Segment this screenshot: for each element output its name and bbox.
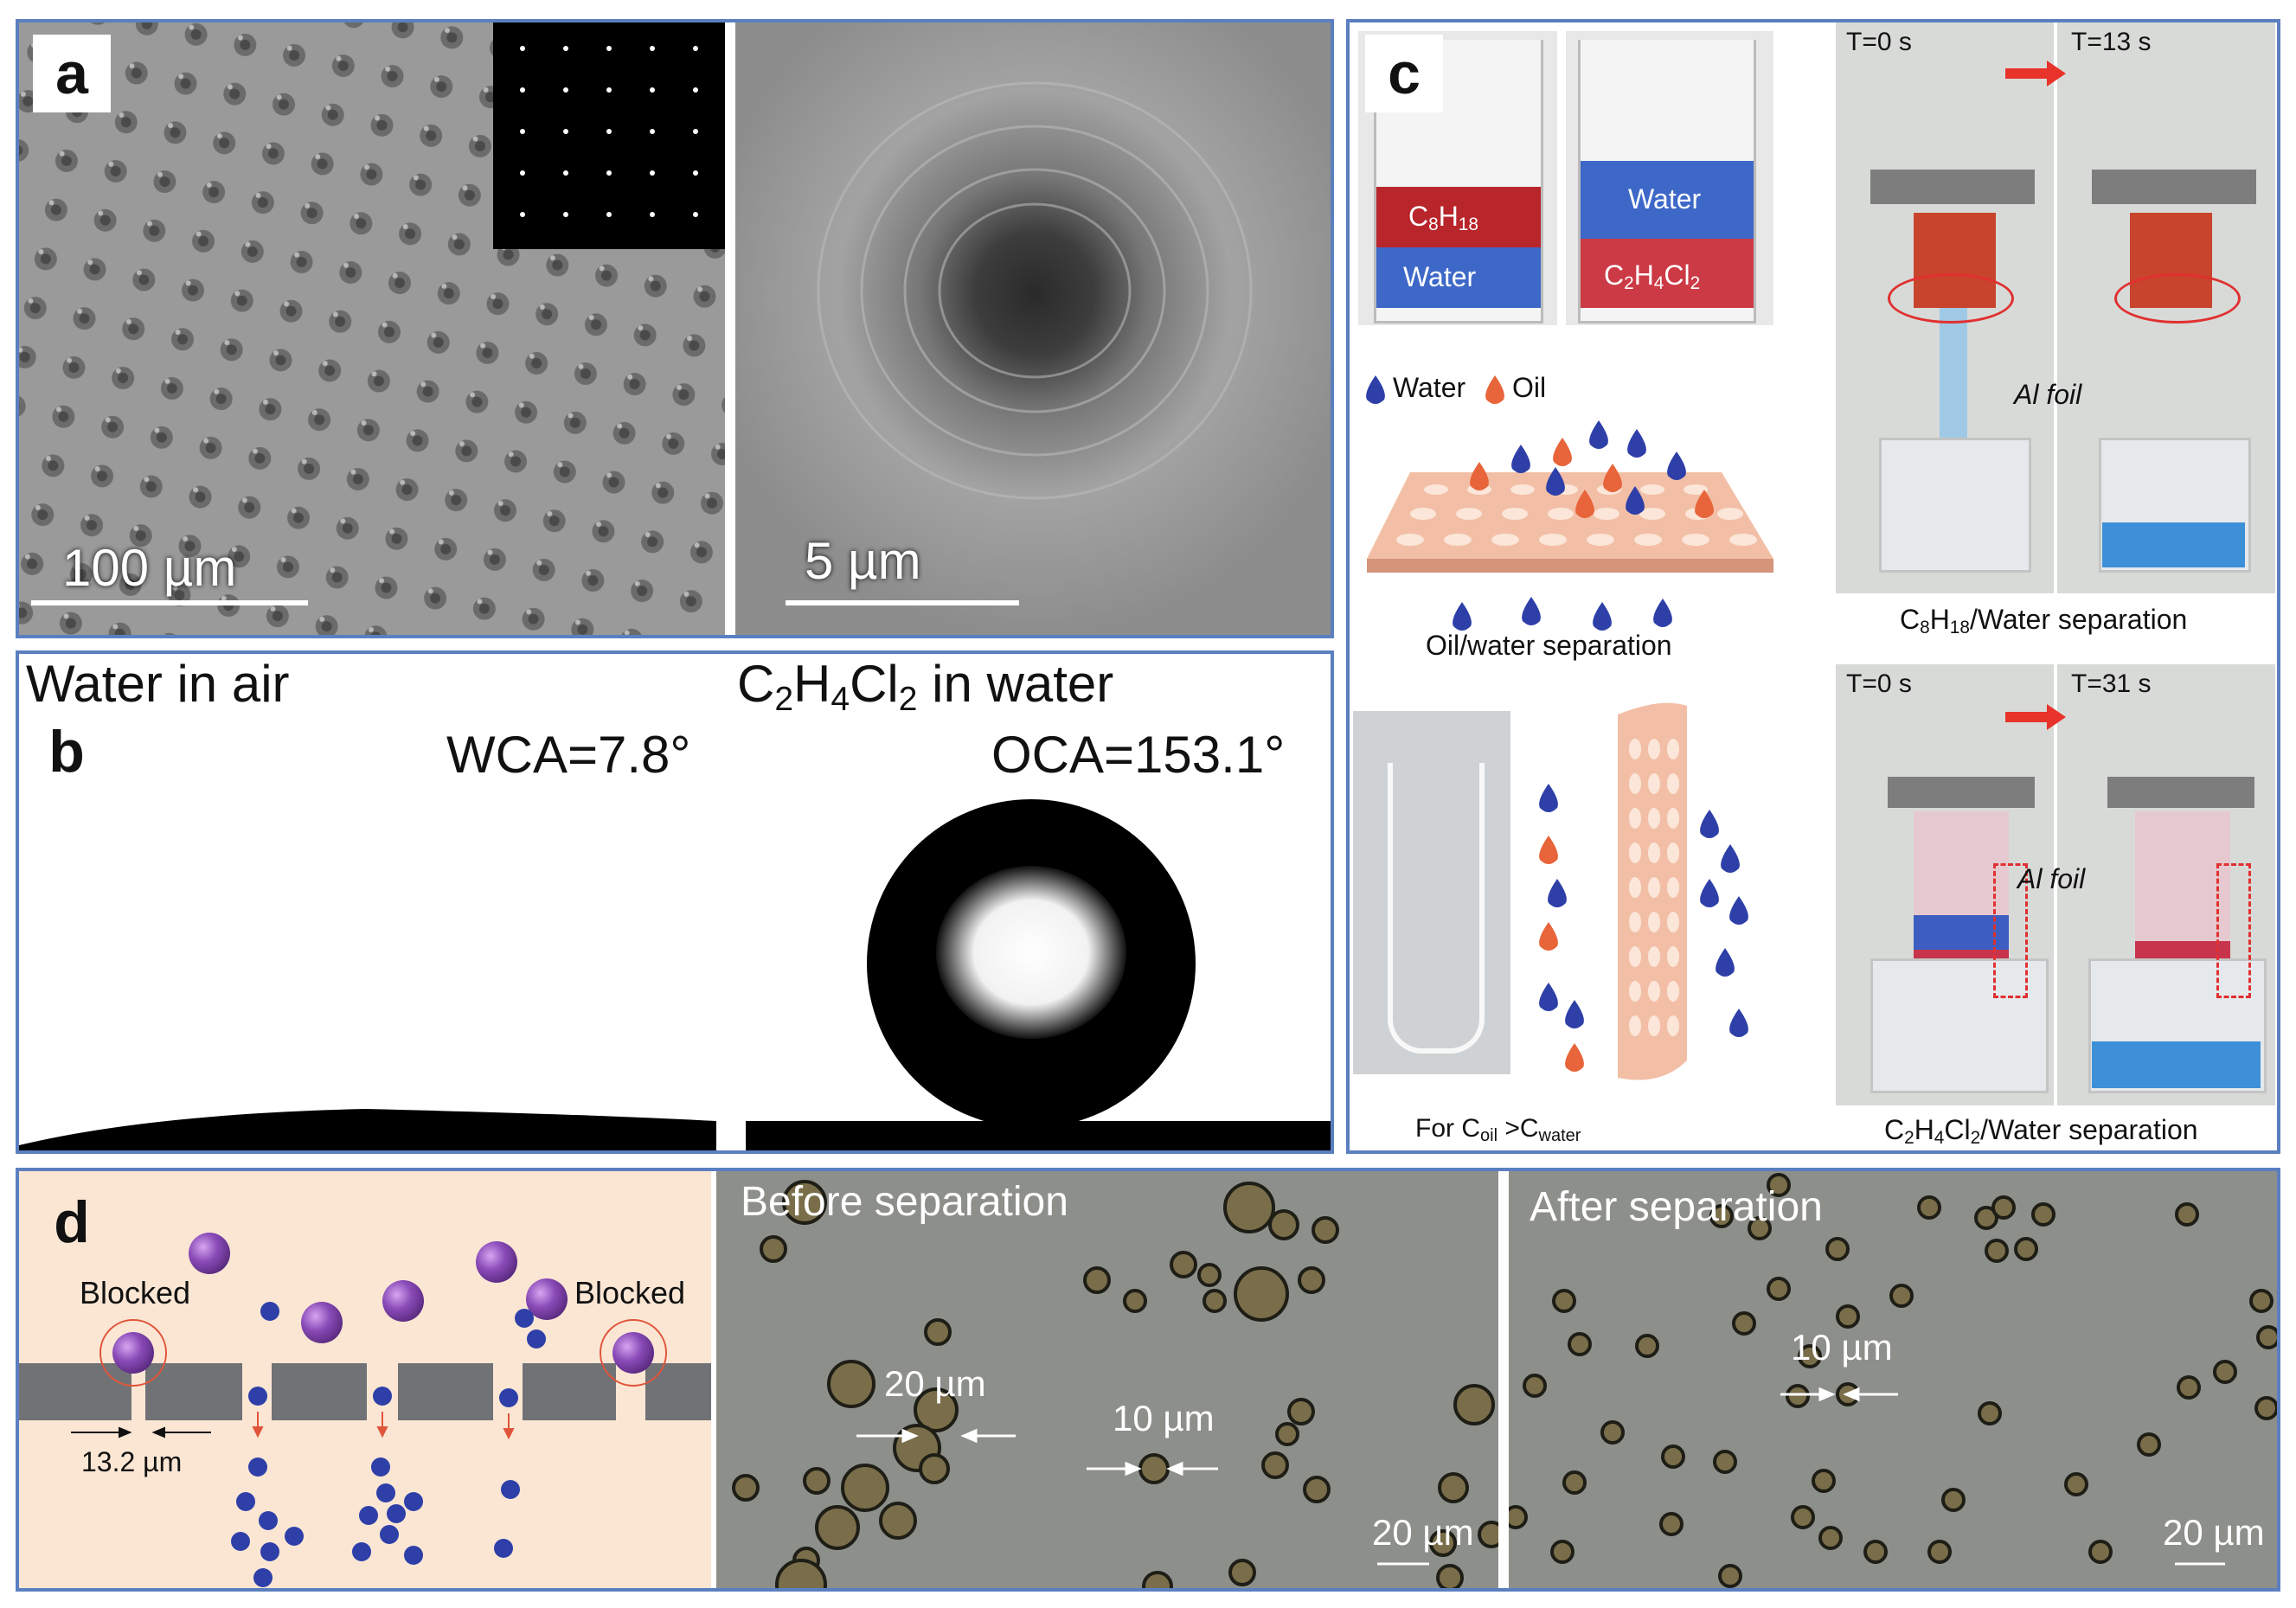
photo1-al-foil-label: Al foil	[2014, 379, 2082, 410]
panel-c-letter: c	[1365, 35, 1443, 112]
photo1-foil-ellipse-left	[1888, 273, 2014, 324]
panel-b: Water in air b WCA=7.8° C2H4Cl2 in water…	[16, 650, 1334, 1154]
panel-c: c C8H18 Water Water C2H4Cl2 Water Oil	[1346, 19, 2280, 1154]
droplets-after	[1509, 1173, 2277, 1588]
photo2-divider	[2054, 664, 2057, 1105]
photo-octane-separation: T=0 s T=13 s Al foil	[1836, 22, 2275, 593]
legend-water-label: Water	[1393, 372, 1466, 403]
photo2-left-beaker	[1870, 958, 2049, 1093]
beaker2-bottom-label: C2H4Cl2	[1604, 259, 1701, 294]
panel-b-letter: b	[28, 713, 106, 791]
blocked-label-right: Blocked	[574, 1275, 686, 1310]
oil-droplet-round	[746, 799, 1331, 1150]
photo2-right-blue-liquid	[2092, 1041, 2261, 1088]
photo1-foil-ellipse-right	[2114, 273, 2241, 324]
pore-size-label: 13.2 µm	[81, 1446, 183, 1477]
beaker2-top-label: Water	[1628, 183, 1702, 215]
photo2-left-clamp	[1888, 777, 2035, 808]
oca-value: OCA=153.1°	[991, 726, 1286, 784]
photo1-time-start: T=0 s	[1846, 28, 1912, 56]
condition-caption: For Coil >Cwater	[1415, 1114, 1581, 1146]
before-label-10um: 10 µm	[1113, 1398, 1215, 1438]
photo1-time-end: T=13 s	[2071, 28, 2152, 56]
panel-d-letter: d	[33, 1183, 111, 1261]
right-title-suffix: in water	[917, 655, 1114, 713]
right-title-h: H	[793, 655, 831, 713]
filtration-mesh-diagram	[19, 1233, 711, 1587]
photo1-left-beaker	[1879, 438, 2031, 573]
micrograph-after: After separation 10 µm 20 µm	[1509, 1171, 2277, 1588]
mesh-diagram-horizontal	[1367, 420, 1773, 631]
before-scale-label: 20 µm	[1372, 1512, 1474, 1553]
scale-bar-left	[31, 600, 308, 605]
photo1-divider	[2054, 22, 2057, 593]
legend-oil-label: Oil	[1512, 372, 1547, 403]
photo1-right-blue-liquid	[2102, 522, 2245, 567]
scale-bar-right	[786, 600, 1019, 605]
photo2-time-start: T=0 s	[1846, 669, 1912, 698]
photo1-caption: C8H18/Water separation	[1900, 604, 2188, 638]
sem-image-single-pore	[735, 22, 1331, 635]
cylindrical-mesh-photo	[1353, 711, 1510, 1074]
droplets-before	[732, 1180, 1498, 1588]
beaker1-bottom-label: Water	[1403, 261, 1477, 292]
panel-d: d	[16, 1168, 2280, 1592]
right-title-cl: Cl	[850, 655, 899, 713]
photo2-red-arrow	[2005, 704, 2066, 730]
scale-label-right: 5 µm	[805, 532, 921, 590]
photo1-left-clamp	[1870, 170, 2035, 204]
micrograph-before: Before separation 20 µm 10 µm 20 µm	[716, 1171, 1498, 1588]
water-droplet-flat	[19, 1109, 716, 1150]
condition-caption-sub1: oil	[1480, 1126, 1498, 1145]
before-label-20um: 20 µm	[884, 1363, 986, 1404]
after-title: After separation	[1530, 1184, 1823, 1230]
beaker-octane-water: C8H18 Water	[1358, 31, 1557, 325]
sem-image-dimple-array	[19, 22, 725, 635]
mesh-diagram-vertical	[1539, 702, 1748, 1080]
legend-oil-icon	[1485, 375, 1504, 404]
photo2-caption: C2H4Cl2/Water separation	[1884, 1114, 2198, 1149]
condition-caption-sub2: water	[1538, 1126, 1581, 1145]
panel-a-letter: a	[33, 35, 111, 112]
blocked-label-left: Blocked	[80, 1275, 191, 1310]
condition-caption-a: For C	[1415, 1114, 1480, 1143]
photo2-foil-box-right	[2216, 863, 2251, 998]
beaker1-water-layer	[1376, 247, 1541, 308]
after-scale-label: 20 µm	[2163, 1512, 2265, 1553]
beaker1-top-label: C8H18	[1408, 201, 1478, 235]
photo-dce-separation: T=0 s T=31 s Al foil	[1836, 664, 2275, 1105]
photo1-right-clamp	[2092, 170, 2256, 204]
photo2-left-blue-layer	[1914, 915, 2009, 950]
beaker2-oil-layer	[1581, 239, 1754, 308]
photo1-red-arrow	[2005, 61, 2066, 86]
photo2-al-foil-label: Al foil	[2017, 863, 2086, 894]
before-title: Before separation	[741, 1179, 1068, 1225]
beaker2-water-layer	[1581, 161, 1754, 239]
photo2-time-end: T=31 s	[2071, 669, 2152, 698]
filtration-schematic: d	[19, 1171, 711, 1588]
scale-label-left: 100 µm	[62, 539, 237, 597]
panel-a: a 100 µm	[16, 19, 1334, 638]
oil-water-caption: Oil/water separation	[1426, 630, 1672, 661]
right-title-c: C	[737, 655, 775, 713]
panel-b-right-title: C2H4Cl2 in water	[737, 655, 1114, 718]
legend-water-icon	[1366, 375, 1385, 404]
condition-caption-b: >C	[1498, 1114, 1539, 1143]
panel-a-divider	[725, 22, 735, 635]
photo2-foil-box-left	[1993, 863, 2028, 998]
wca-value: WCA=7.8°	[446, 726, 691, 784]
cylinder-outline	[1388, 763, 1485, 1054]
beaker-water-dce: Water C2H4Cl2	[1566, 31, 1773, 325]
beaker1-oil-layer	[1376, 187, 1541, 247]
after-label-10um: 10 µm	[1791, 1327, 1893, 1368]
panel-b-left-title: Water in air	[26, 655, 290, 713]
photo2-right-clamp	[2107, 777, 2254, 808]
